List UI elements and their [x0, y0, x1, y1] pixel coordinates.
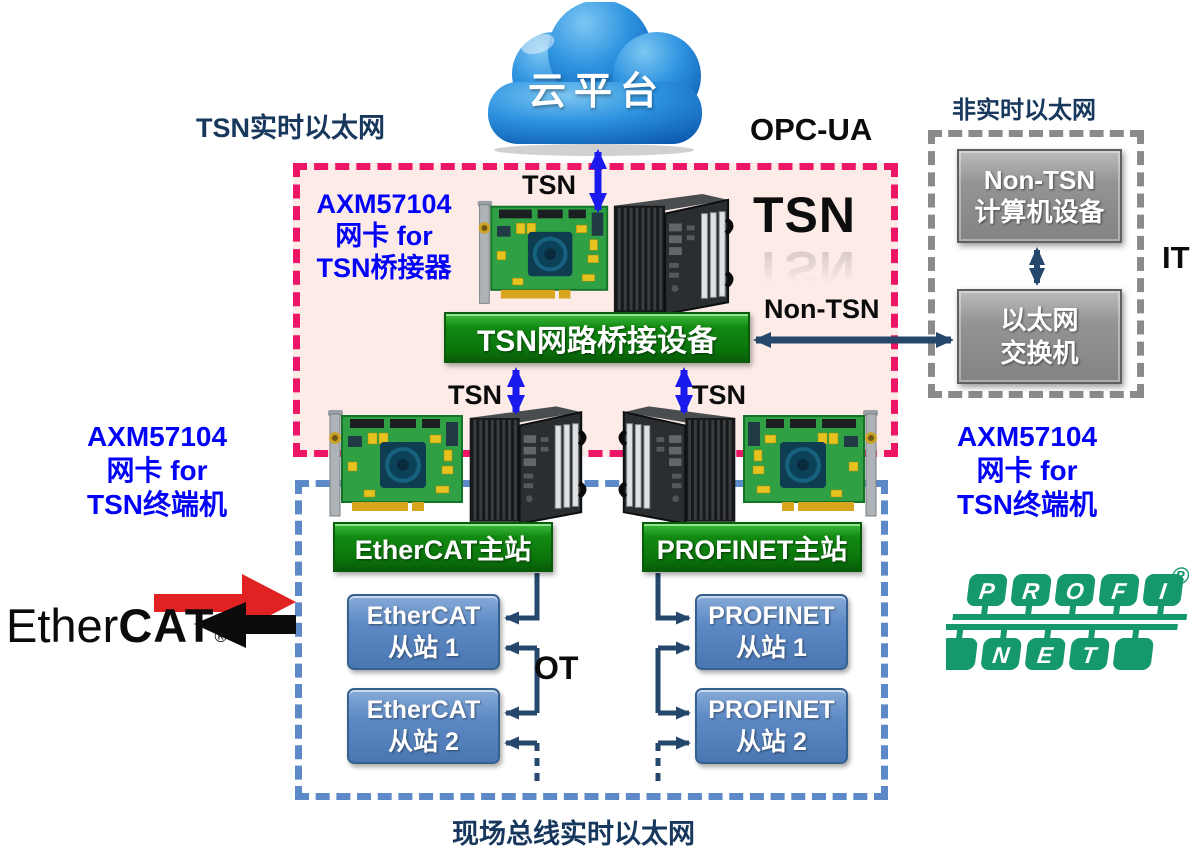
- profinet-letter-i: I: [1158, 578, 1168, 604]
- nic-label-right-line2: 网卡 for: [976, 455, 1078, 486]
- profinet-slave1-line1: PROFINET: [708, 602, 835, 630]
- tsn-link-left-label: TSN: [448, 380, 502, 410]
- profinet-letter-p: P: [978, 578, 997, 604]
- nic-label-right-line1: AXM57104: [956, 421, 1098, 452]
- cloud-label: 云平台: [527, 67, 666, 113]
- profinet-letter-f: F: [1110, 578, 1128, 604]
- industrial-pc-photo-bridge: [606, 190, 734, 320]
- tsn-nic-photo-left: [318, 406, 468, 528]
- ethernet-switch-box: 以太网 交换机: [957, 289, 1122, 384]
- profinet-logo: ® P R O F: [946, 563, 1191, 670]
- ethercat-logo-prefix: Ether: [6, 599, 119, 652]
- ethercat-logo-arrows-icon: [154, 574, 296, 648]
- nic-label-left-line1: AXM57104: [86, 421, 228, 452]
- tsn-bridge-device-box: TSN网路桥接设备: [444, 312, 750, 363]
- ethercat-logo-text: EtherCAT®: [6, 598, 227, 653]
- nic-label-right-line3: TSN终端机: [956, 489, 1097, 520]
- cloud-platform: 云平台: [462, 0, 727, 158]
- tsn-link-top-label: TSN: [522, 170, 576, 200]
- non-tsn-link-label: Non-TSN: [764, 294, 880, 324]
- profinet-slave2-box: PROFINET 从站 2: [695, 688, 848, 764]
- ethercat-slave2-line1: EtherCAT: [366, 696, 481, 724]
- nic-label-bridge-line3: TSN桥接器: [316, 253, 452, 283]
- nic-label-bridge-line1: AXM57104: [316, 189, 452, 219]
- profinet-letter-t: T: [1080, 642, 1099, 668]
- opc-ua-label: OPC-UA: [750, 112, 873, 147]
- ethercat-slave2-box: EtherCAT 从站 2: [347, 688, 500, 764]
- industrial-pc-photo-left: [462, 402, 587, 530]
- profinet-letter-o: O: [1064, 578, 1085, 604]
- ethercat-master-box: EtherCAT主站: [333, 522, 553, 572]
- non-tsn-pc-line2: 计算机设备: [974, 197, 1105, 227]
- tsn-realtime-zone-label: TSN实时以太网: [196, 113, 385, 143]
- ethercat-slave1-line2: 从站 1: [388, 634, 459, 662]
- ethercat-master-label: EtherCAT主站: [354, 534, 532, 565]
- it-label: IT: [1162, 240, 1190, 275]
- profinet-slave2-line2: 从站 2: [736, 728, 807, 756]
- fieldbus-zone-label: 现场总线实时以太网: [452, 819, 695, 849]
- nic-label-bridge: AXM57104 网卡 for TSN桥接器: [300, 188, 468, 284]
- profinet-master-box: PROFINET主站: [642, 522, 862, 572]
- tsn-watermark-reflection: TSN: [753, 241, 856, 297]
- profinet-slave2-line1: PROFINET: [708, 696, 835, 724]
- industrial-pc-photo-right: [618, 402, 743, 530]
- ethercat-slave2-line2: 从站 2: [388, 728, 459, 756]
- ot-label: OT: [534, 650, 579, 686]
- profinet-master-label: PROFINET主站: [656, 534, 848, 565]
- profinet-letter-n: N: [991, 642, 1012, 668]
- fieldbus-zone: [295, 480, 888, 800]
- non-tsn-pc-line1: Non-TSN: [983, 165, 1096, 195]
- nic-label-left: AXM57104 网卡 for TSN终端机: [28, 420, 286, 522]
- ethercat-slave1-box: EtherCAT 从站 1: [347, 594, 500, 670]
- tsn-link-right-label: TSN: [692, 380, 746, 410]
- profinet-letter-e: E: [1036, 642, 1055, 668]
- cloud-icon: [488, 0, 702, 156]
- nic-label-bridge-line2: 网卡 for: [335, 221, 433, 251]
- profinet-slave1-line2: 从站 1: [736, 634, 807, 662]
- non-tsn-pc-box: Non-TSN 计算机设备: [957, 149, 1122, 243]
- ethernet-switch-line2: 交换机: [1000, 337, 1079, 368]
- ethercat-logo-suffix: CAT: [118, 599, 215, 652]
- non-realtime-zone: [928, 130, 1144, 398]
- tsn-watermark: TSN: [753, 187, 856, 243]
- profinet-letter-r: R: [1021, 578, 1041, 604]
- nic-label-right: AXM57104 网卡 for TSN终端机: [912, 420, 1142, 522]
- tsn-bridge-device-label: TSN网路桥接设备: [477, 324, 717, 358]
- ethercat-slave1-line1: EtherCAT: [366, 602, 481, 630]
- profinet-slave1-box: PROFINET 从站 1: [695, 594, 848, 670]
- ethercat-logo-reg: ®: [214, 627, 227, 646]
- tsn-nic-photo-right: [738, 406, 888, 528]
- nic-label-left-line2: 网卡 for: [106, 455, 208, 486]
- tsn-nic-photo-bridge: [468, 196, 613, 316]
- ethercat-logo: EtherCAT®: [6, 568, 296, 673]
- non-realtime-zone-label: 非实时以太网: [952, 97, 1096, 124]
- ethernet-switch-line1: 以太网: [1000, 304, 1079, 335]
- nic-label-left-line3: TSN终端机: [86, 489, 227, 520]
